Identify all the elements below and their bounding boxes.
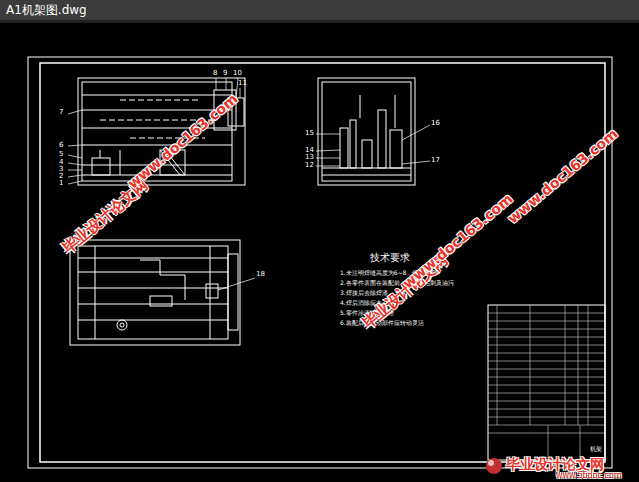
callout-number: 10 bbox=[233, 70, 242, 77]
watermark: www.doc163.com bbox=[125, 91, 240, 191]
watermark: www.doc163.com bbox=[400, 191, 515, 291]
callout-number: 17 bbox=[431, 157, 440, 164]
callout-number: 7 bbox=[59, 109, 63, 116]
callout-number: 14 bbox=[305, 147, 314, 154]
callout-number: 9 bbox=[223, 70, 227, 77]
callout-number: 6 bbox=[59, 142, 63, 149]
callout-number: 3 bbox=[59, 166, 63, 173]
watermark-logo: 毕业设计论文网 bbox=[506, 457, 604, 471]
watermark: www.doc163.com bbox=[505, 126, 620, 226]
note-line: 3.焊接后去除焊渣 bbox=[340, 290, 388, 296]
title-cell: 机架 bbox=[590, 446, 602, 452]
callout-number: 13 bbox=[305, 154, 314, 161]
section-heading: 技术要求 bbox=[370, 253, 410, 263]
callout-number: 15 bbox=[305, 130, 314, 137]
callout-number: 1 bbox=[59, 180, 63, 187]
note-line: 2.各零件表面在装配前，应清除毛刺及油污 bbox=[340, 280, 454, 286]
callout-number: 5 bbox=[59, 151, 63, 158]
watermark: 毕业设计论文网 bbox=[60, 178, 150, 257]
callout-number: 11 bbox=[238, 80, 247, 87]
note-line: 4.焊后消除应力 bbox=[340, 300, 382, 306]
callout-number: 12 bbox=[305, 162, 314, 169]
window-title: A1机架图.dwg bbox=[6, 4, 87, 16]
callout-number: 4 bbox=[59, 159, 63, 166]
watermark-url: www.56doc.com bbox=[556, 472, 622, 480]
callout-number: 2 bbox=[59, 173, 63, 180]
callout-number: 16 bbox=[431, 120, 440, 127]
callout-number: 18 bbox=[256, 271, 265, 278]
callout-number: 8 bbox=[213, 70, 217, 77]
